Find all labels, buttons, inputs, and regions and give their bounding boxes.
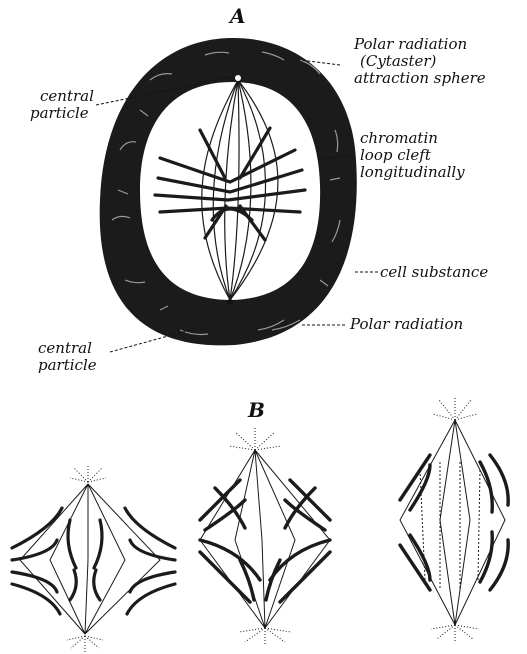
label-attraction-sphere-text: attraction sphere <box>354 70 486 87</box>
label-central-particle-top: central particle <box>30 88 94 122</box>
central-particle-bottom <box>227 299 233 305</box>
label-polar-radiation-text: Polar radiation <box>354 36 486 53</box>
b-figure-right <box>400 396 508 643</box>
label-cytaster-text: (Cytaster) <box>354 53 486 70</box>
chromatin-loops <box>155 128 305 240</box>
label-cell-substance: cell substance <box>380 264 488 281</box>
label-chromatin-line3: longitudinally <box>360 164 465 181</box>
label-chromatin-line2: loop cleft <box>360 147 465 164</box>
panel-a-cell <box>96 38 378 352</box>
label-polar-radiation-top: Polar radiation (Cytaster) attraction sp… <box>354 36 486 87</box>
label-chromatin-line1: chromatin <box>360 130 465 147</box>
panel-b-letter: B <box>248 398 265 422</box>
label-central-top-line1: central <box>30 88 94 105</box>
label-central-top-line2: particle <box>30 105 94 122</box>
label-chromatin: chromatin loop cleft longitudinally <box>360 130 465 181</box>
panel-b-stages <box>12 396 508 652</box>
label-central-bottom-line2: particle <box>38 357 97 374</box>
central-particle-top <box>235 75 241 81</box>
b-figure-middle <box>200 428 330 646</box>
label-central-bottom-line1: central <box>38 340 97 357</box>
panel-a-letter: A <box>230 4 246 28</box>
label-central-particle-bottom: central particle <box>38 340 97 374</box>
b-figure-left <box>12 464 175 652</box>
label-polar-radiation-bottom: Polar radiation <box>350 316 463 333</box>
